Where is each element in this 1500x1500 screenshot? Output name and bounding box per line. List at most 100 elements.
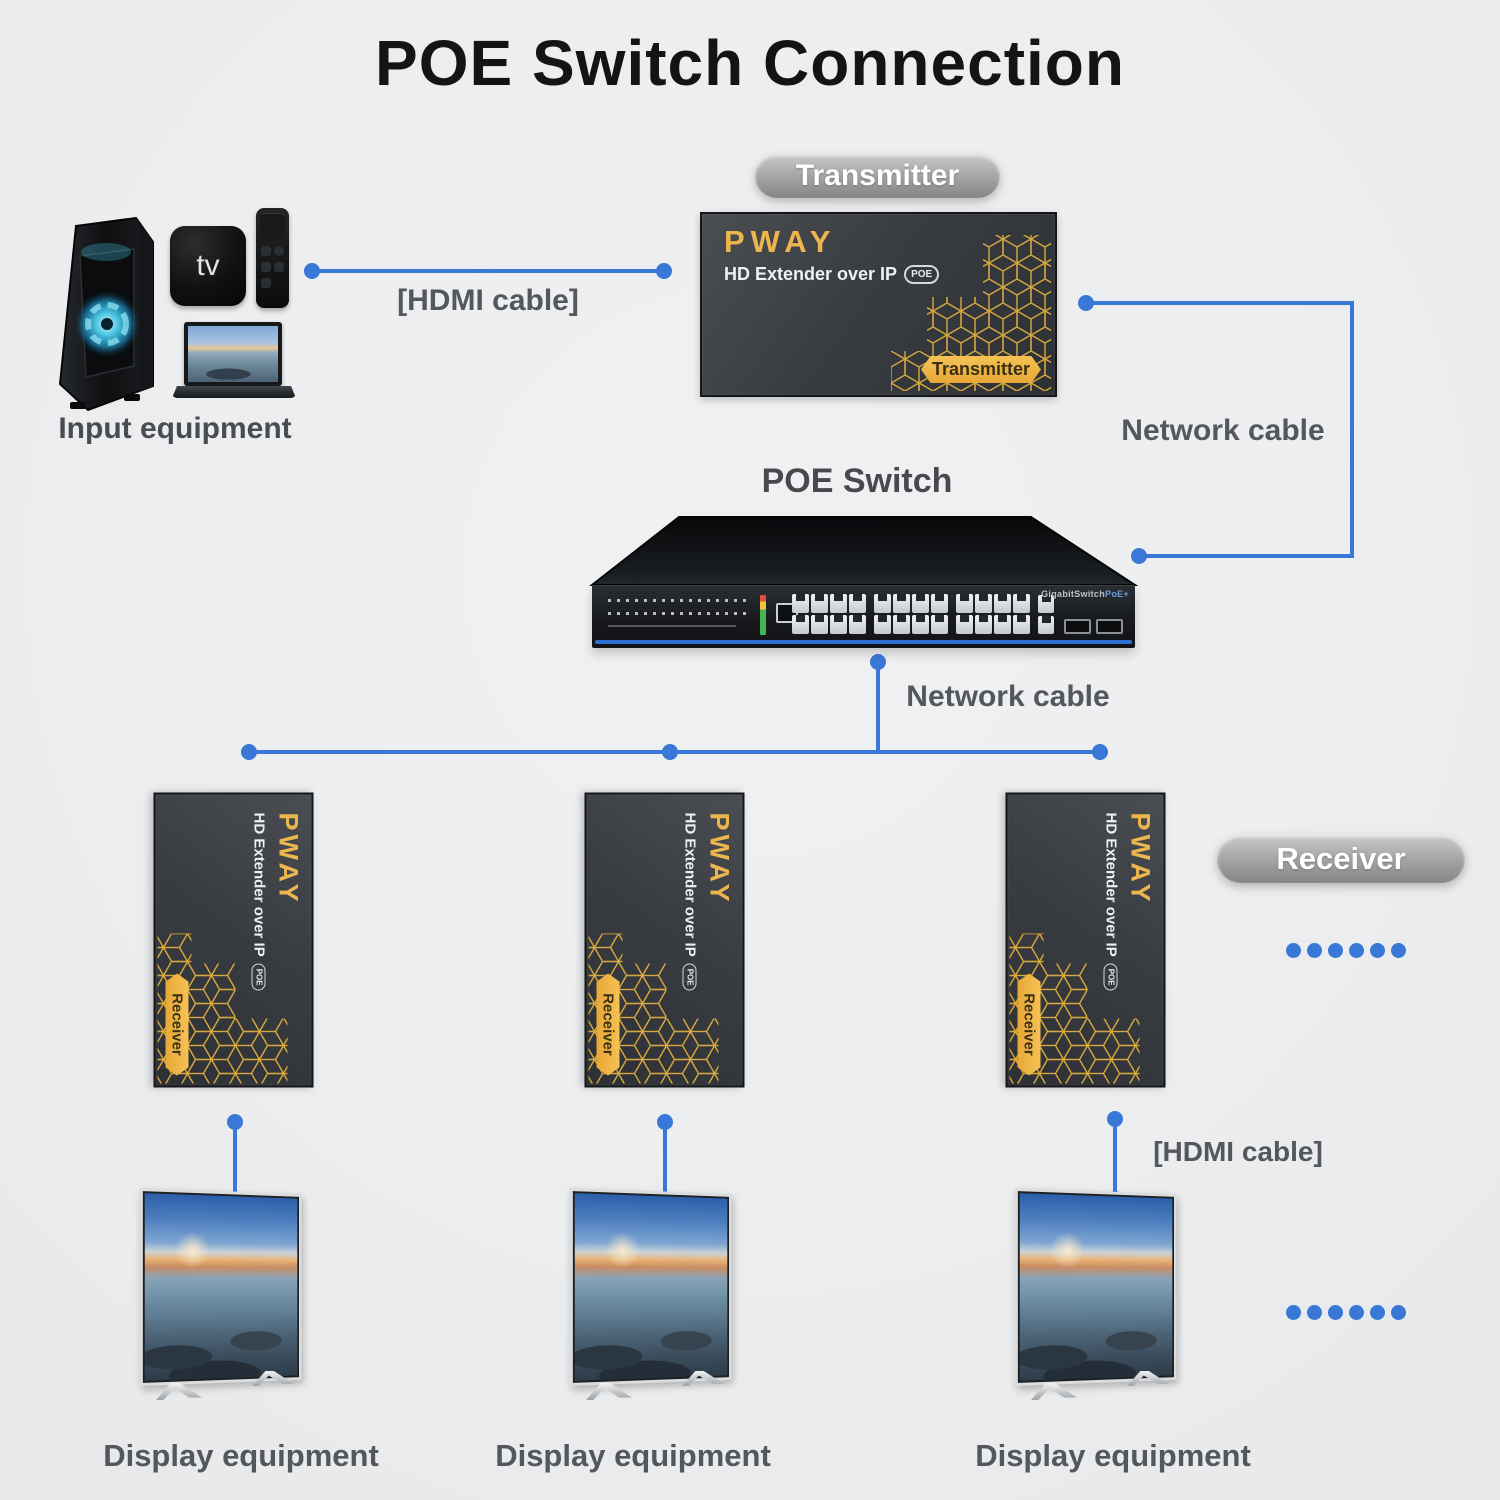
switch-port xyxy=(956,615,973,634)
ellipsis-dot xyxy=(1286,1305,1301,1320)
switch-port xyxy=(931,615,948,634)
tv-display-2 xyxy=(570,1188,760,1428)
ellipsis-dot xyxy=(1286,943,1301,958)
switch-blue-stripe xyxy=(595,640,1132,644)
switch-port xyxy=(830,594,847,613)
switch-port xyxy=(849,615,866,634)
sfp-slot xyxy=(1096,619,1123,634)
honeycomb-decoration xyxy=(588,933,718,1083)
poe-switch-device: GigabitSwitchPoE+ xyxy=(592,585,1135,648)
receiver-tag: Receiver xyxy=(596,973,619,1075)
tv-foot xyxy=(586,1383,632,1400)
switch-micro-text xyxy=(608,625,736,627)
hdmi-cable-label-bottom: [HDMI cable] xyxy=(1153,1136,1323,1167)
port-group xyxy=(956,594,1030,634)
laptop-wallpaper xyxy=(188,326,278,382)
display-equipment-label-1: Display equipment xyxy=(103,1438,379,1473)
network-cable-label-right: Network cable xyxy=(1121,414,1325,447)
switch-port xyxy=(1013,615,1030,634)
ellipsis-dot xyxy=(1391,943,1406,958)
switch-port xyxy=(1013,594,1030,613)
poe-badge: POE xyxy=(904,265,940,284)
ellipsis-dot xyxy=(1370,943,1385,958)
hdmi-cable-label-top: [HDMI cable] xyxy=(397,284,579,317)
switch-led-row xyxy=(608,599,750,602)
connector-dot xyxy=(656,263,672,279)
switch-port xyxy=(994,594,1011,613)
product-name: HD Extender over IP POE xyxy=(724,264,940,285)
tv-frame xyxy=(570,1188,732,1386)
switch-port xyxy=(956,594,973,613)
ellipsis-dot xyxy=(1307,1305,1322,1320)
switch-brand-text: GigabitSwitchPoE+ xyxy=(1041,589,1129,599)
remote-touchpad xyxy=(260,213,285,240)
brand-logo: PWAY xyxy=(273,812,303,906)
receiver-body: PWAY HD Extender over IP POE Receiver xyxy=(584,792,744,1087)
connector-dot xyxy=(241,744,257,760)
transmitter-tag: Transmitter xyxy=(921,356,1041,383)
ellipsis-dots-top xyxy=(1286,943,1406,958)
switch-port xyxy=(893,594,910,613)
tv-display-3 xyxy=(1015,1188,1205,1428)
tv-foot xyxy=(156,1383,202,1400)
ellipsis-dot xyxy=(1349,1305,1364,1320)
remote-button xyxy=(261,246,271,256)
tv-screen xyxy=(1019,1193,1173,1381)
remote-button xyxy=(274,262,284,272)
poe-switch-label: POE Switch xyxy=(761,462,953,500)
tv-screen xyxy=(574,1193,728,1381)
switch-led-row xyxy=(608,612,750,615)
remote-button xyxy=(261,262,271,272)
switch-port xyxy=(874,594,891,613)
ellipsis-dot xyxy=(1370,1305,1385,1320)
receiver-tag: Receiver xyxy=(1017,973,1040,1075)
apple-tv-label: tv xyxy=(196,249,220,282)
receiver-badge: Receiver xyxy=(1217,835,1465,883)
port-group xyxy=(792,594,866,634)
ellipsis-dot xyxy=(1328,943,1343,958)
switch-port xyxy=(994,615,1011,634)
switch-poe-accent: PoE+ xyxy=(1105,589,1129,599)
connector-dot xyxy=(227,1114,243,1130)
ellipsis-dot xyxy=(1328,1305,1343,1320)
tv-foot xyxy=(1031,1383,1077,1400)
display-equipment-label-2: Display equipment xyxy=(495,1438,771,1473)
switch-port-groups xyxy=(792,594,1030,634)
switch-port xyxy=(931,594,948,613)
laptop-base xyxy=(172,386,296,398)
uplink-ports xyxy=(1038,595,1054,634)
switch-port xyxy=(912,594,929,613)
display-equipment-label-3: Display equipment xyxy=(975,1438,1251,1473)
connector-dot xyxy=(657,1114,673,1130)
uplink-port xyxy=(1038,616,1054,634)
network-cable-path-bottom xyxy=(1139,554,1354,558)
honeycomb-decoration xyxy=(891,235,1051,391)
apple-tv-box: tv xyxy=(170,226,246,306)
brand-logo: PWAY xyxy=(1125,812,1155,906)
honeycomb-decoration xyxy=(1009,933,1139,1083)
tv-frame xyxy=(1015,1188,1177,1386)
ellipsis-dots-bottom xyxy=(1286,1305,1406,1320)
switch-port xyxy=(912,615,929,634)
network-cable-path-top xyxy=(1086,301,1354,305)
honeycomb-decoration xyxy=(157,933,287,1083)
laptop-screen xyxy=(184,322,282,386)
switch-port xyxy=(975,615,992,634)
switch-port xyxy=(893,615,910,634)
switch-port xyxy=(874,615,891,634)
ellipsis-dot xyxy=(1349,943,1364,958)
transmitter-badge: Transmitter xyxy=(755,154,1000,198)
receiver-body: PWAY HD Extender over IP POE Receiver xyxy=(153,792,313,1087)
hdmi-cable-line-top xyxy=(312,269,664,273)
receiver-drop-line-1 xyxy=(233,1122,237,1204)
receiver-body: PWAY HD Extender over IP POE Receiver xyxy=(1005,792,1165,1087)
receiver-device-1: PWAY HD Extender over IP POE Receiver xyxy=(153,792,313,1087)
switch-port xyxy=(811,615,828,634)
page-title: POE Switch Connection xyxy=(375,27,1125,99)
tv-frame xyxy=(140,1188,302,1386)
connector-dot xyxy=(1092,744,1108,760)
tv-display-1 xyxy=(140,1188,330,1428)
pc-tower xyxy=(58,216,154,412)
transmitter-device: PWAY HD Extender over IP POE Transmitter xyxy=(700,212,1057,397)
remote-button xyxy=(274,246,284,256)
